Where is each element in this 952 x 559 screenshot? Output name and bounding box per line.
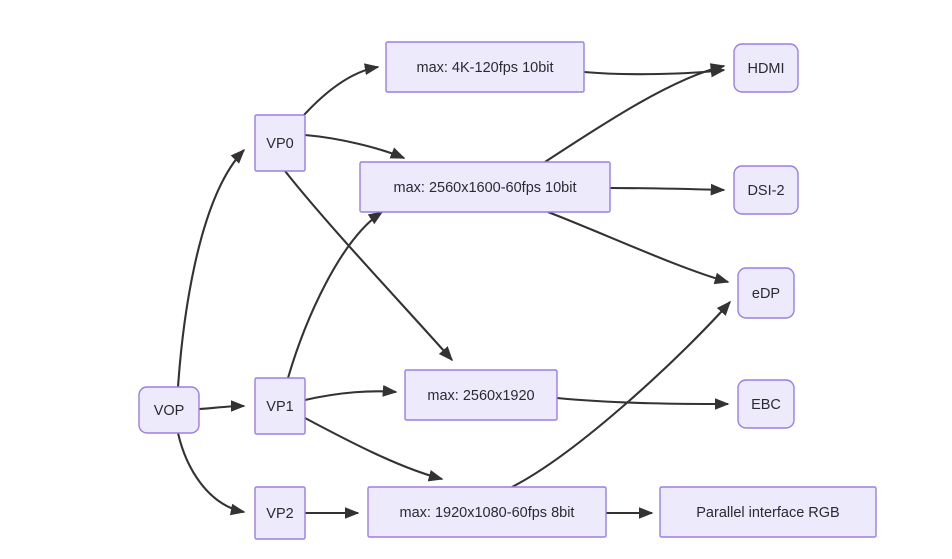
node-max4k[interactable]: max: 4K-120fps 10bit	[385, 41, 585, 93]
edge-vp0-max2560: VP0 → max: 2560x1600-60fps 10bit	[304, 133, 406, 159]
edge-vp0-max1920a: VP0 → max: 2560x1920	[284, 170, 453, 362]
node-label-vp0: VP0	[266, 136, 293, 152]
node-label-dsi2: DSI-2	[747, 183, 784, 199]
node-edp[interactable]: eDP	[737, 267, 795, 319]
node-vp0[interactable]: VP0	[254, 114, 306, 172]
node-box-max4k[interactable]	[385, 41, 585, 93]
edge-vp1-max1080: VP1 → max: 1920x1080-60fps 8bit	[304, 417, 444, 482]
edge-max2560-edp: max: 2560x1600-60fps 10bit → eDP	[547, 211, 730, 285]
edge-max2560-dsi2: max: 2560x1600-60fps 10bit → DSI-2	[609, 183, 726, 196]
edge-vp0-max4k: VP0 → max: 4K-120fps 10bit	[295, 63, 380, 125]
node-box-vp0[interactable]	[254, 114, 306, 172]
node-box-max1920a[interactable]	[404, 369, 558, 421]
node-vp2[interactable]: VP2	[254, 486, 306, 540]
node-label-hdmi: HDMI	[747, 61, 784, 77]
edge-vop-vp2: VOP → VP2	[176, 432, 246, 516]
node-box-dsi2[interactable]	[733, 165, 799, 215]
edge-vop-vp0: VOP → VP0	[176, 148, 246, 388]
node-box-edp[interactable]	[737, 267, 795, 319]
node-label-vp1: VP1	[266, 399, 293, 415]
node-box-vp1[interactable]	[254, 377, 306, 435]
node-label-max2560: max: 2560x1600-60fps 10bit	[394, 180, 577, 196]
edge-vp1-max1920a: VP1 → max: 2560x1920	[304, 385, 398, 402]
node-box-ebc[interactable]	[737, 379, 795, 429]
edge-vp1-max2560: VP1 → max: 2560x1600-60fps 10bit	[286, 211, 384, 379]
node-label-edp: eDP	[752, 286, 780, 302]
node-label-max1920a: max: 2560x1920	[427, 388, 534, 404]
edge-max1920a-ebc: max: 2560x1920 → EBC	[556, 396, 730, 410]
node-box-prgb[interactable]	[659, 486, 877, 538]
node-label-prgb: Parallel interface RGB	[696, 505, 839, 521]
node-ebc[interactable]: EBC	[737, 379, 795, 429]
edges-layer: VOP → VP0VOP → VP1VOP → VP2 VP0 → max: 4K…	[176, 63, 731, 519]
node-hdmi[interactable]: HDMI	[733, 43, 799, 93]
node-box-vop[interactable]	[138, 386, 200, 434]
node-max1920a[interactable]: max: 2560x1920	[404, 369, 558, 421]
node-label-vop: VOP	[154, 403, 185, 419]
node-max2560[interactable]: max: 2560x1600-60fps 10bit	[359, 161, 611, 213]
node-prgb[interactable]: Parallel interface RGB	[659, 486, 877, 538]
node-box-hdmi[interactable]	[733, 43, 799, 93]
node-vop[interactable]: VOP	[138, 386, 200, 434]
node-label-vp2: VP2	[266, 506, 293, 522]
node-box-max1080[interactable]	[367, 486, 607, 538]
node-box-max2560[interactable]	[359, 161, 611, 213]
edge-max1080-edp: max: 1920x1080-60fps 8bit → eDP	[511, 300, 731, 488]
node-box-vp2[interactable]	[254, 486, 306, 540]
edge-max2560-hdmi: max: 2560x1600-60fps 10bit → HDMI	[544, 63, 726, 163]
edge-vop-vp1: VOP → VP1	[198, 400, 246, 412]
node-max1080[interactable]: max: 1920x1080-60fps 8bit	[367, 486, 607, 538]
node-label-max4k: max: 4K-120fps 10bit	[416, 60, 553, 76]
node-vp1[interactable]: VP1	[254, 377, 306, 435]
node-label-ebc: EBC	[751, 397, 781, 413]
node-dsi2[interactable]: DSI-2	[733, 165, 799, 215]
node-label-max1080: max: 1920x1080-60fps 8bit	[400, 505, 575, 521]
